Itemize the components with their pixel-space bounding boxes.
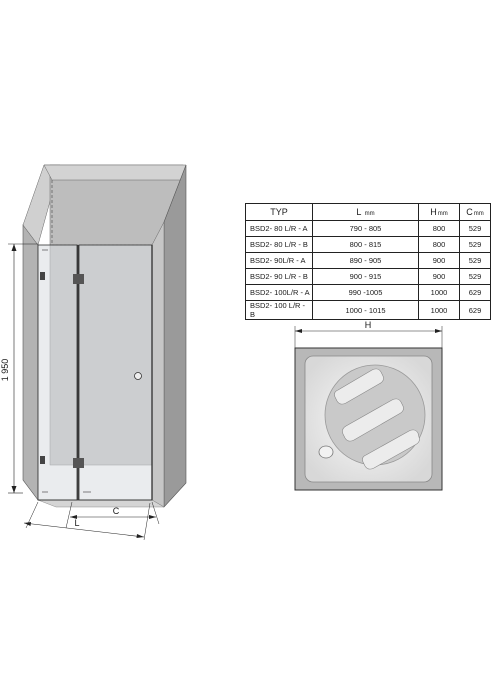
cell-h: 800 bbox=[418, 236, 460, 253]
cell-h: 1000 bbox=[418, 284, 460, 301]
cell-h: 1000 bbox=[418, 300, 460, 320]
cell-h: 900 bbox=[418, 268, 460, 285]
floor bbox=[37, 499, 165, 508]
shower-enclosure-illustration bbox=[22, 164, 187, 508]
cell-typ: BSD2- 100 L/R - B bbox=[245, 300, 313, 320]
back-wall-top bbox=[43, 164, 187, 181]
cell-h: 800 bbox=[418, 220, 460, 237]
cell-l: 790 - 805 bbox=[312, 220, 419, 237]
tray-slip-ridge bbox=[342, 398, 404, 442]
l-label: L bbox=[74, 518, 79, 528]
door-glass-panel bbox=[78, 244, 153, 501]
l-dimension: L bbox=[23, 501, 151, 541]
left-wall bbox=[22, 224, 39, 501]
cell-h: 900 bbox=[418, 252, 460, 269]
cell-c: 529 bbox=[459, 236, 491, 253]
table-row: BSD2- 100 L/R - B 1000 - 1015 1000 629 bbox=[245, 300, 491, 320]
cell-typ: BSD2- 80 L/R - B bbox=[245, 236, 313, 253]
right-wall-inner bbox=[151, 221, 165, 508]
tray-slip-ridge bbox=[362, 429, 420, 470]
cell-typ: BSD2- 90L/R - A bbox=[245, 252, 313, 269]
cell-typ: BSD2- 90 L/R - B bbox=[245, 268, 313, 285]
cell-l: 890 - 905 bbox=[312, 252, 419, 269]
shower-tray-illustration: H bbox=[294, 320, 443, 491]
tray-h-label: H bbox=[365, 320, 372, 330]
cell-c: 629 bbox=[459, 300, 491, 320]
table-row: BSD2- 80 L/R - A 790 - 805 800 529 bbox=[245, 220, 491, 237]
tray-slip-ridge bbox=[334, 368, 384, 405]
table-row: BSD2- 80 L/R - B 800 - 815 800 529 bbox=[245, 236, 491, 253]
c-dimension: C bbox=[65, 501, 160, 529]
cell-c: 629 bbox=[459, 284, 491, 301]
column-header-c: Cmm bbox=[459, 203, 491, 221]
column-header-typ: TYP bbox=[245, 203, 313, 221]
height-dimension: 1 950 bbox=[0, 243, 38, 494]
cell-l: 900 - 915 bbox=[312, 268, 419, 285]
cell-c: 529 bbox=[459, 268, 491, 285]
table-row: BSD2- 90L/R - A 890 - 905 900 529 bbox=[245, 252, 491, 269]
cell-typ: BSD2- 80 L/R - A bbox=[245, 220, 313, 237]
cell-c: 529 bbox=[459, 220, 491, 237]
cell-typ: BSD2- 100L/R - A bbox=[245, 284, 313, 301]
hinge-icon bbox=[73, 458, 84, 468]
table-row: BSD2- 90 L/R - B 900 - 915 900 529 bbox=[245, 268, 491, 285]
door-handle-icon bbox=[134, 372, 142, 380]
drain-icon bbox=[318, 445, 334, 459]
column-header-h: Hmm bbox=[418, 203, 460, 221]
cell-c: 529 bbox=[459, 252, 491, 269]
cell-l: 1000 - 1015 bbox=[312, 300, 419, 320]
table-header-row: TYP L mm Hmm Cmm bbox=[245, 203, 491, 221]
hinge-icon bbox=[40, 456, 45, 464]
dimension-table: TYP L mm Hmm Cmm BSD2- 80 L/R - A 790 - … bbox=[245, 203, 491, 320]
hinge-icon bbox=[73, 274, 84, 284]
cell-l: 990 -1005 bbox=[312, 284, 419, 301]
hinge-icon bbox=[40, 272, 45, 280]
cell-l: 800 - 815 bbox=[312, 236, 419, 253]
right-wall bbox=[163, 164, 187, 508]
table-row: BSD2- 100L/R - A 990 -1005 1000 629 bbox=[245, 284, 491, 301]
c-label: C bbox=[113, 506, 120, 516]
column-header-l: L mm bbox=[312, 203, 419, 221]
height-label: 1 950 bbox=[0, 359, 10, 382]
